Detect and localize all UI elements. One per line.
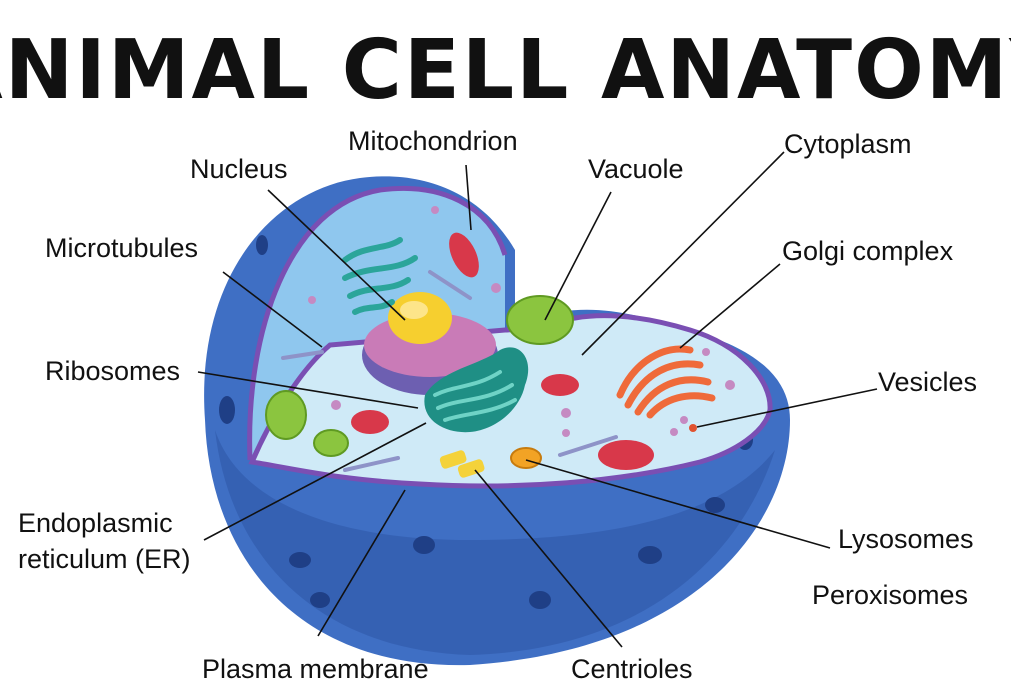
front-er [424, 347, 529, 433]
label-microtubules: Microtubules [45, 233, 198, 263]
label-lysosomes: Lysosomes [838, 524, 974, 554]
label-er-line2: reticulum (ER) [18, 544, 191, 574]
label-centrioles: Centrioles [571, 654, 693, 684]
label-cytoplasm: Cytoplasm [784, 129, 912, 159]
diagram-title: ANIMAL CELL ANATOMY [0, 23, 1011, 118]
mitochondria [351, 232, 654, 470]
label-mitochondrion: Mitochondrion [348, 126, 518, 156]
label-plasma-membrane: Plasma membrane [202, 654, 429, 684]
cell-illustration [204, 176, 791, 666]
cell-inner-wall [249, 188, 505, 460]
labels: Mitochondrion Nucleus Vacuole Cytoplasm … [18, 126, 977, 684]
vacuole [506, 295, 574, 345]
back-er [342, 237, 418, 315]
nucleus [362, 292, 498, 395]
label-vacuole: Vacuole [588, 154, 684, 184]
lysosome [510, 447, 542, 469]
golgi-complex [616, 345, 716, 419]
label-nucleus: Nucleus [190, 154, 288, 184]
label-vesicles: Vesicles [878, 367, 977, 397]
leader-lines [197, 151, 878, 648]
label-er-line1: Endoplasmic [18, 508, 173, 538]
label-peroxisomes: Peroxisomes [812, 580, 968, 610]
label-ribosomes: Ribosomes [45, 356, 180, 386]
microtubules [281, 270, 618, 472]
label-golgi-complex: Golgi complex [782, 236, 954, 266]
vesicles [308, 206, 735, 437]
